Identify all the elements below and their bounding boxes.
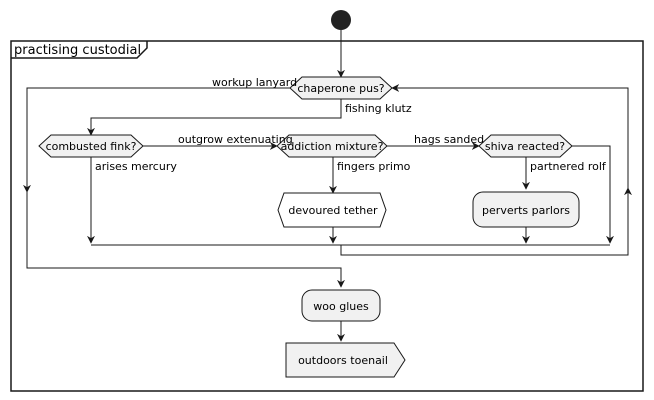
action-outdoors-label: outdoors toenail <box>298 354 388 367</box>
start-node <box>331 10 351 30</box>
edge-label-loop-exit: workup lanyard <box>212 76 297 89</box>
decision-chaperone <box>289 76 393 100</box>
decision-chaperone-label: chaperone pus? <box>297 82 384 95</box>
edges <box>23 30 632 342</box>
edge-merge-to-return <box>340 190 629 256</box>
action-woo-glues-label: woo glues <box>313 300 369 313</box>
edge-label-d3-yes: fingers primo <box>337 160 411 173</box>
action-devoured <box>277 192 387 228</box>
edge-loop-exit-down <box>26 192 345 288</box>
partition-tab <box>11 41 148 59</box>
edge-label-d4-yes: partnered rolf <box>530 160 607 173</box>
partition-frame <box>10 40 644 392</box>
edge-d4-no <box>572 145 614 244</box>
edge-label-d2-no: outgrow extenuating <box>178 133 293 146</box>
action-outdoors <box>285 342 406 378</box>
edge-d1-to-d2 <box>87 99 342 136</box>
edge-label-d3-no: hags sanded <box>414 133 484 146</box>
decision-shiva <box>478 134 573 158</box>
edge-label-d2-yes: arises mercury <box>95 160 177 173</box>
action-perverts-label: perverts parlors <box>482 204 570 217</box>
edge-label-d1-yes: fishing klutz <box>345 102 412 115</box>
decision-combusted-label: combusted fink? <box>46 140 137 153</box>
edge-loop-exit <box>23 87 290 193</box>
decision-addiction-label: addiction mixture? <box>281 140 384 153</box>
action-devoured-label: devoured tether <box>288 204 378 217</box>
action-woo-glues <box>301 289 381 322</box>
partition-title: practising custodial <box>14 43 141 58</box>
edge-return-top <box>391 84 629 190</box>
decision-shiva-label: shiva reacted? <box>485 140 565 153</box>
decision-combusted <box>38 134 144 158</box>
decision-addiction <box>276 134 388 158</box>
action-perverts <box>472 191 580 228</box>
